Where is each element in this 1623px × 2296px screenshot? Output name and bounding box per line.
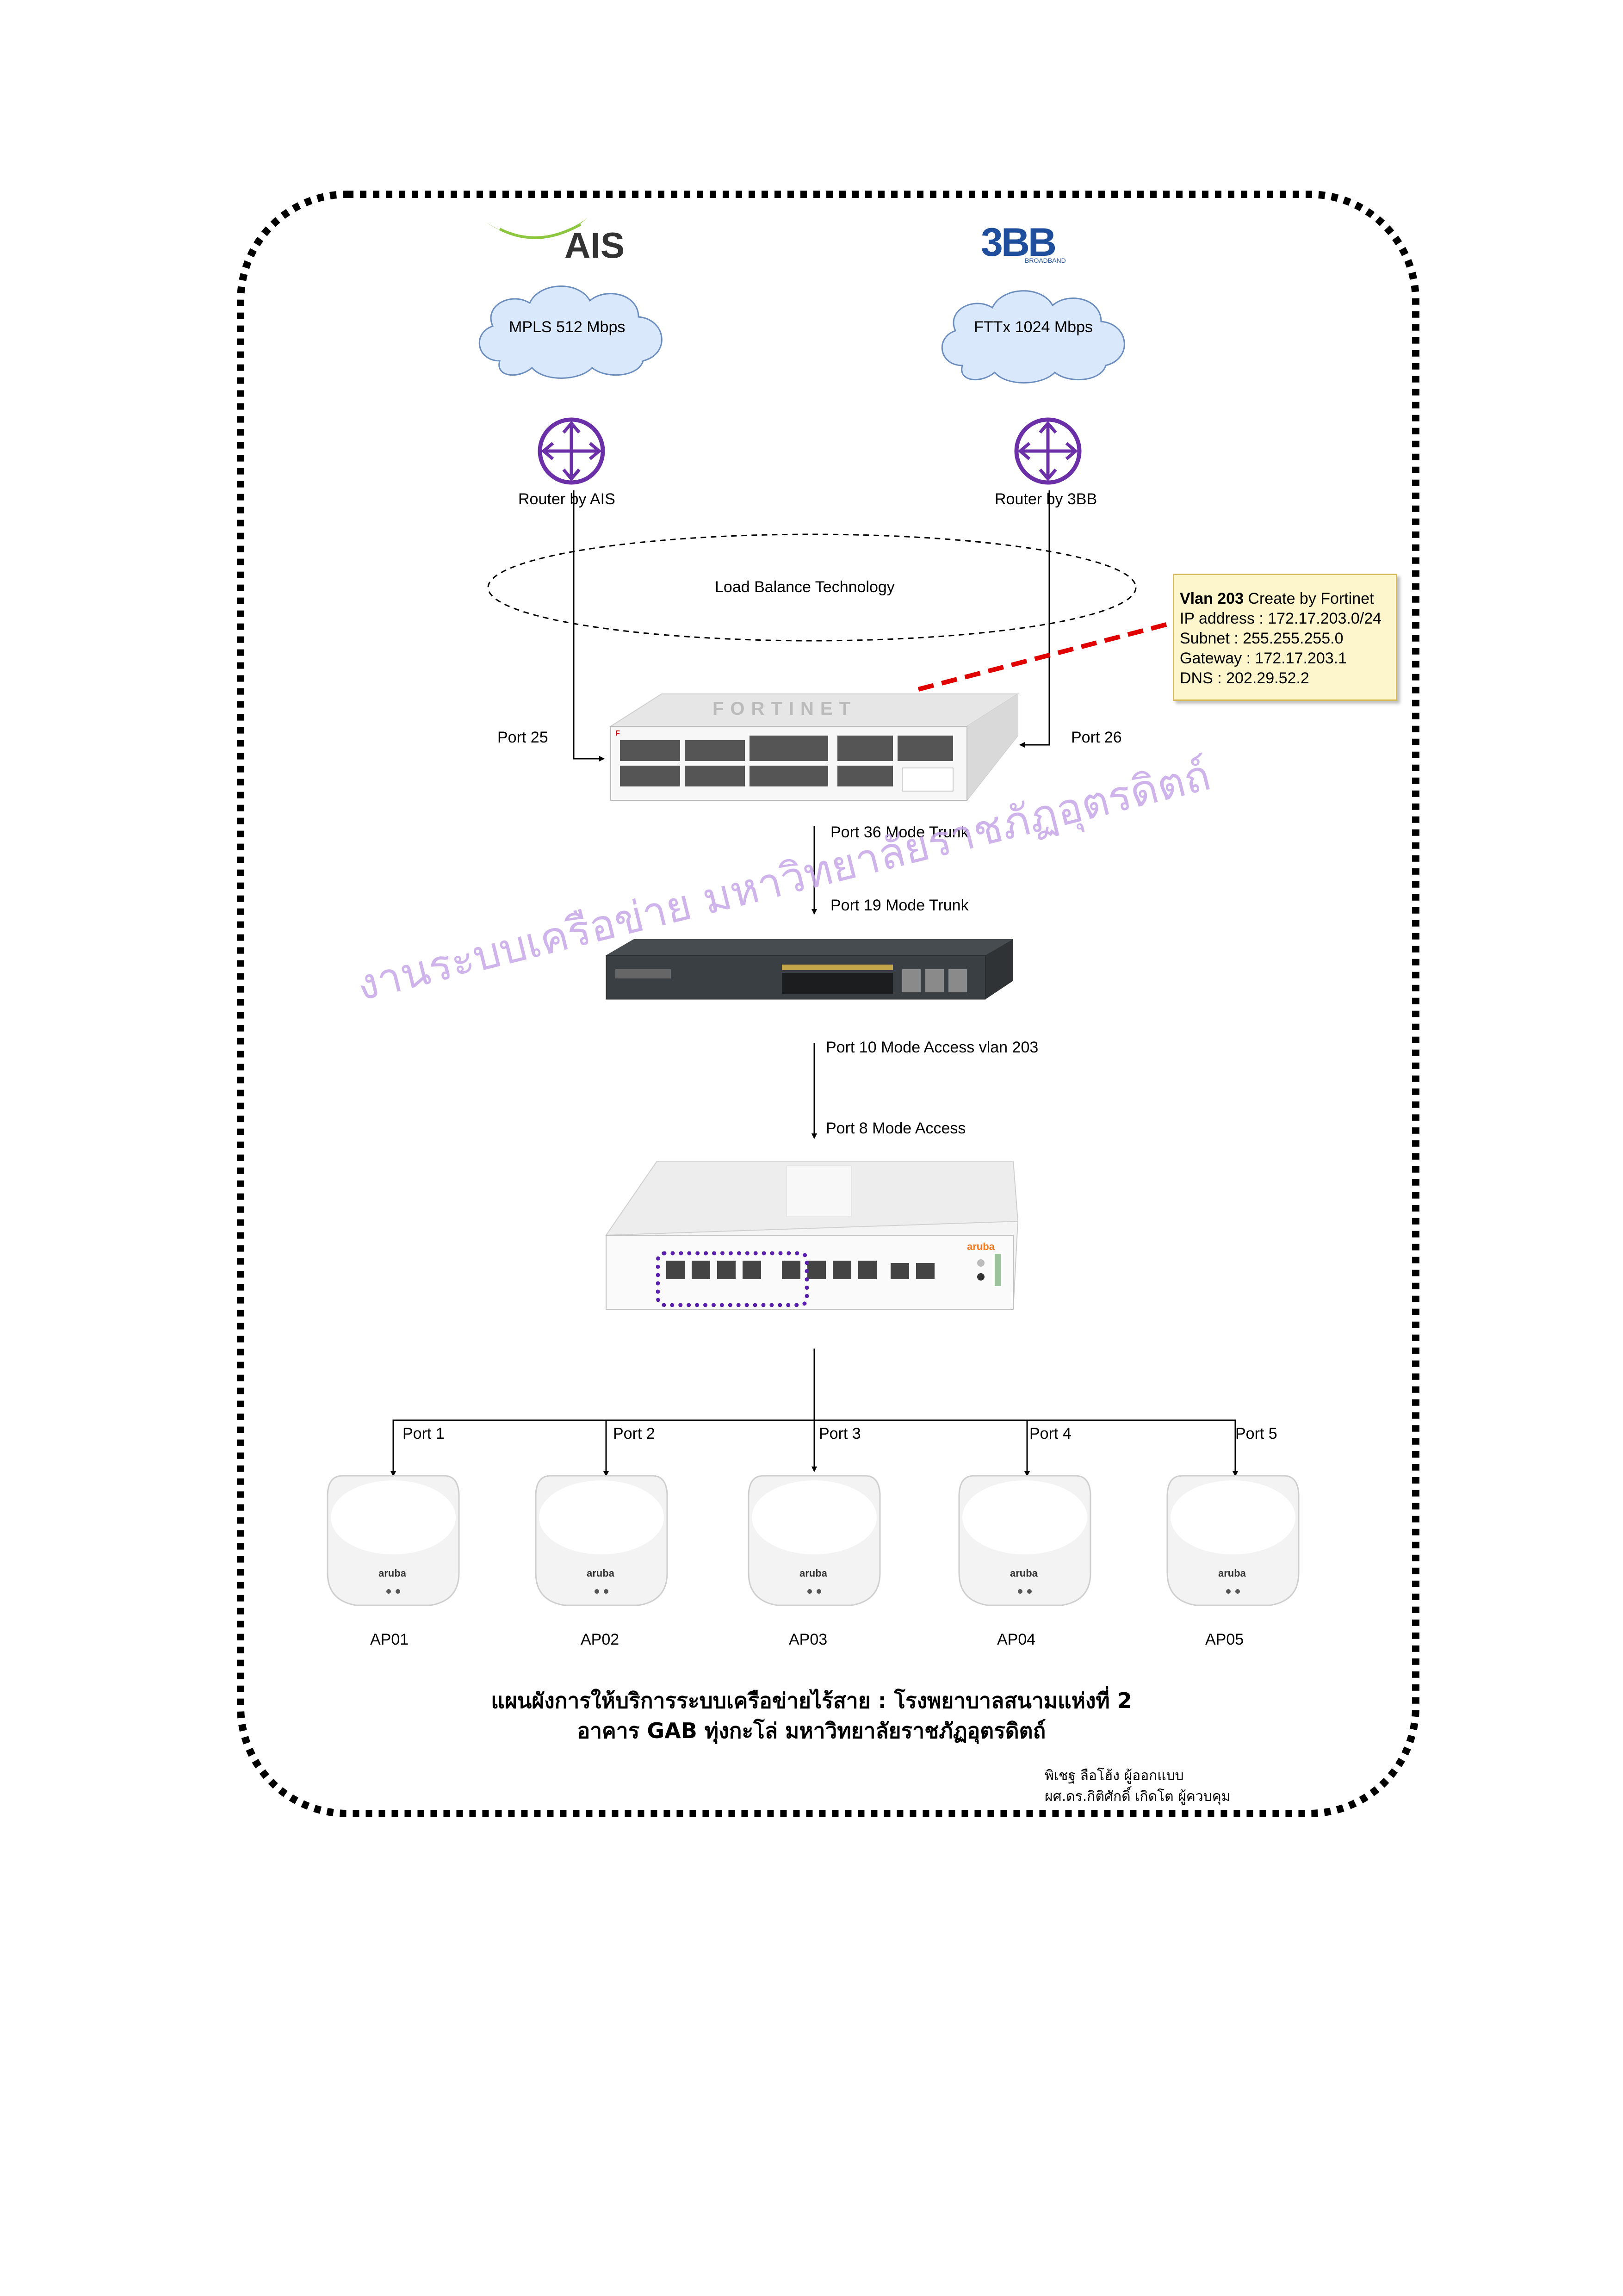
- access-point-icon: [748, 1475, 881, 1606]
- load-balance-label: Load Balance Technology: [715, 578, 895, 596]
- ais-cloud-label: MPLS 512 Mbps: [509, 318, 626, 336]
- ais-swoosh-icon: [486, 217, 588, 239]
- core-switch: [601, 937, 1018, 1002]
- 3bb-router-label: Router by 3BB: [995, 490, 1097, 508]
- access-point-icon: [327, 1475, 460, 1606]
- credit-supervisor: ผศ.ดร.กิติศักดิ์ เกิดโต ผู้ควบคุม: [1045, 1789, 1231, 1805]
- ap01-label: AP01: [370, 1631, 409, 1648]
- vlan-note-subnet: Subnet : 255.255.255.0: [1180, 630, 1344, 647]
- router-icon: [1014, 417, 1082, 485]
- switch-device-icon: [606, 939, 1013, 1000]
- port-10-label: Port 10 Mode Access vlan 203: [826, 1039, 1039, 1056]
- ap-brand: aruba: [799, 1567, 827, 1579]
- cloud-icon: [941, 290, 1125, 384]
- ais-router-label: Router by AIS: [518, 490, 615, 508]
- ap02-label: AP02: [581, 1631, 619, 1648]
- vlan-note-title: Vlan 203 Create by Fortinet: [1180, 589, 1392, 609]
- ap05-label: AP05: [1205, 1631, 1244, 1648]
- port-4-label: Port 4: [1029, 1425, 1072, 1442]
- ais-uplink-line: [573, 490, 605, 761]
- ap-brand: aruba: [1010, 1567, 1038, 1579]
- access-point: aruba: [324, 1467, 463, 1610]
- 3bb-logo-sub: BROADBAND: [1025, 257, 1066, 264]
- port-36-label: Port 36 Mode Trunk: [830, 823, 969, 841]
- port-8-label: Port 8 Mode Access: [826, 1120, 966, 1137]
- access-point: aruba: [955, 1467, 1094, 1610]
- vlan-note-link: [917, 620, 1176, 692]
- port-group-highlight: [656, 1251, 809, 1307]
- ap-brand: aruba: [587, 1567, 614, 1579]
- port-19-label: Port 19 Mode Trunk: [830, 897, 969, 914]
- dotted-border: [237, 191, 1419, 1817]
- fortinet-brand: FORTINET: [712, 699, 857, 719]
- vlan-note: Vlan 203 Create by Fortinet IP address :…: [1173, 574, 1397, 701]
- ap-brand: aruba: [378, 1567, 406, 1579]
- aruba-switch-brand: aruba: [967, 1241, 995, 1252]
- credit-designer: พิเชฐ ลือโฮ้ง ผู้ออกแบบ: [1045, 1768, 1184, 1784]
- access-point: aruba: [532, 1467, 671, 1610]
- vlan-note-title-rest: Create by Fortinet: [1243, 590, 1374, 607]
- ais-logo-text: AIS: [564, 225, 625, 266]
- port-3-label: Port 3: [819, 1425, 861, 1442]
- firewall-device-icon: F: [609, 693, 1020, 801]
- 3bb-router: [1013, 416, 1083, 486]
- access-point-icon: [1166, 1475, 1300, 1606]
- port-5-label: Port 5: [1235, 1425, 1277, 1442]
- ap-brand: aruba: [1218, 1567, 1246, 1579]
- vlan-note-dns: DNS : 202.29.52.2: [1180, 669, 1309, 687]
- fortinet-firewall: F FORTINET: [606, 689, 1022, 805]
- ais-logo: AIS: [481, 208, 638, 268]
- 3bb-cloud: FTTx 1024 Mbps: [930, 278, 1138, 389]
- port-25-label: Port 25: [497, 729, 548, 746]
- ap04-label: AP04: [997, 1631, 1036, 1648]
- bb-uplink-line: [1019, 490, 1050, 748]
- load-balance-ellipse: [487, 533, 1137, 642]
- access-point: aruba: [1164, 1467, 1302, 1610]
- ap03-label: AP03: [789, 1631, 828, 1648]
- aruba-access-switch: aruba: [601, 1157, 1027, 1342]
- 3bb-logo-text: 3BB: [981, 220, 1057, 265]
- port-2-label: Port 2: [613, 1425, 655, 1442]
- ais-cloud: MPLS 512 Mbps: [467, 273, 675, 384]
- cloud-icon: [478, 285, 663, 379]
- diagram-title-line1: แผนผังการให้บริการระบบเครือข่ายไร้สาย : …: [491, 1688, 1132, 1713]
- port-26-label: Port 26: [1071, 729, 1122, 746]
- access-point-icon: [958, 1475, 1091, 1606]
- diagram-title-line2: อาคาร GAB ทุ่งกะโล่ มหาวิทยาลัยราชภัฏอุต…: [577, 1718, 1046, 1743]
- fortinet-logo-small: F: [615, 730, 620, 737]
- port-1-label: Port 1: [403, 1425, 445, 1442]
- ais-router: [537, 416, 606, 486]
- vlan-note-gateway: Gateway : 172.17.203.1: [1180, 650, 1347, 667]
- router-icon: [538, 417, 605, 485]
- vlan-note-title-bold: Vlan 203: [1180, 590, 1244, 607]
- access-point: aruba: [745, 1467, 884, 1610]
- access-point-icon: [535, 1475, 668, 1606]
- vlan-note-ip: IP address : 172.17.203.0/24: [1180, 610, 1382, 627]
- switch-device-icon: [605, 1161, 1019, 1310]
- 3bb-cloud-label: FTTx 1024 Mbps: [974, 318, 1093, 336]
- 3bb-logo: 3BB BROADBAND: [981, 220, 1087, 271]
